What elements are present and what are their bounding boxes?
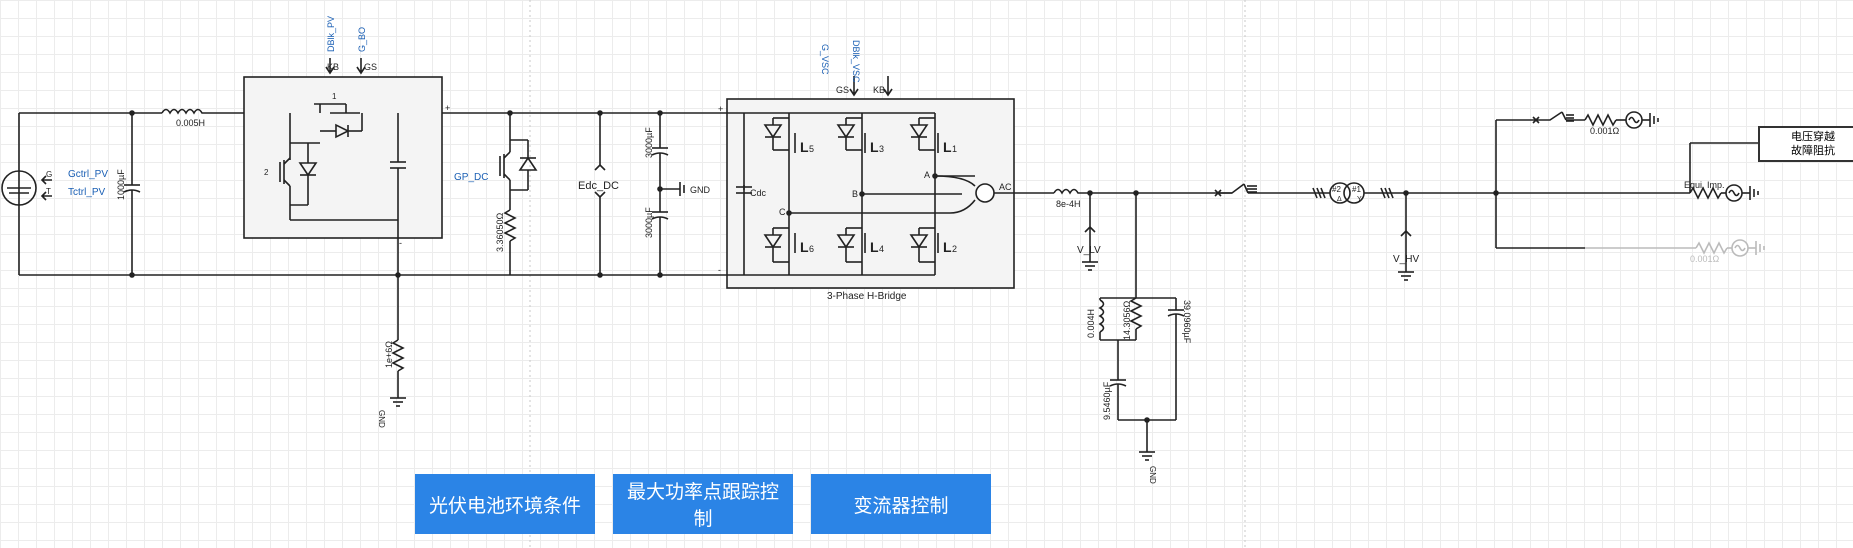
- tctrl-label: Tctrl_PV: [68, 187, 106, 198]
- edc-voltmeter[interactable]: [594, 110, 606, 278]
- dblk-pv-label: DBlk_PV: [326, 16, 336, 52]
- fault-impedance-annotation[interactable]: 电压穿越 故障阻抗: [1758, 126, 1853, 162]
- filter-r-value: 14.3056Ω: [1122, 300, 1132, 340]
- mppt-control-button[interactable]: 最大功率点跟踪控制: [613, 474, 793, 534]
- svg-text:L: L: [870, 239, 879, 255]
- svg-text:G: G: [46, 170, 52, 179]
- switch-5-label: 5: [809, 144, 814, 154]
- switch-4-label: 4: [879, 244, 884, 254]
- boost-label-2: 2: [264, 168, 269, 177]
- pv-capacitor[interactable]: [123, 110, 141, 278]
- switch-1-label: 1: [952, 144, 957, 154]
- pv-capacitor-value: 1000µF: [116, 169, 126, 200]
- dblk-vsc-label: DBlk_VSC: [851, 40, 861, 83]
- svg-text:L: L: [800, 139, 809, 155]
- gctrl-label: Gctrl_PV: [68, 169, 108, 180]
- tr-delta-label: Δ: [1337, 196, 1342, 203]
- cdc-label: Cdc: [750, 188, 767, 198]
- edc-dc-label: Edc_DC: [578, 180, 619, 192]
- gs-label-1: GS: [364, 62, 377, 72]
- boost-inductor[interactable]: [161, 108, 208, 115]
- converter-control-button[interactable]: 变流器控制: [811, 474, 991, 534]
- g-bo-label: G_BO: [357, 27, 367, 52]
- node-b-label: B: [852, 189, 858, 199]
- equi-imp-label: Equi. Imp.: [1684, 180, 1725, 190]
- gnd-mid-label: GND: [690, 185, 711, 195]
- filter-c1-value: 39.0960µF: [1182, 300, 1192, 344]
- switch-l-labels: L L L L L L: [800, 139, 952, 255]
- annotation-line-1: 电压穿越: [1791, 130, 1835, 143]
- boost-inductor-value: 0.005H: [176, 118, 205, 128]
- boost-signal-arrows: [325, 58, 366, 75]
- tr-y-label: Y: [1357, 196, 1362, 203]
- boost-minus: -: [399, 238, 402, 248]
- gnd-label-1: GND: [377, 410, 386, 428]
- ground-icon-1: [390, 397, 406, 407]
- node-c-label: C: [779, 207, 786, 217]
- svg-text:L: L: [870, 139, 879, 155]
- equivalent-impedance[interactable]: [1496, 142, 1759, 202]
- svg-text:L: L: [800, 239, 809, 255]
- svg-text:T: T: [46, 187, 51, 196]
- bridge-signal-arrows: [849, 76, 893, 97]
- filter-l-value: 0.004H: [1086, 309, 1096, 338]
- dc-link-capacitors[interactable]: [651, 110, 685, 278]
- c-top-value: 3000µF: [644, 127, 654, 158]
- r-top-value: 0.001Ω: [1590, 126, 1620, 136]
- page-guides: [529, 0, 1246, 548]
- boost-label-1: 1: [332, 92, 337, 101]
- chopper-resistor-value: 3.36050Ω: [495, 212, 505, 252]
- switch-3-label: 3: [879, 144, 884, 154]
- ac-label: AC: [999, 182, 1012, 192]
- rlc-filter[interactable]: [1098, 190, 1185, 461]
- v-lv-meter[interactable]: [1082, 193, 1098, 271]
- switch-6-label: 6: [809, 244, 814, 254]
- ground-resistor[interactable]: [391, 272, 405, 398]
- c-bot-value: 3000µF: [644, 207, 654, 238]
- transformer[interactable]: [1310, 182, 1496, 204]
- v-lv-label: V_LV: [1077, 245, 1101, 256]
- ac-inductor-value: 8e-4H: [1056, 199, 1081, 209]
- pv-array[interactable]: G T: [1, 113, 52, 275]
- bridge-minus: -: [718, 265, 721, 275]
- ac-filter-inductor[interactable]: [1020, 188, 1232, 196]
- svg-text:L: L: [943, 239, 952, 255]
- faded-grid-branch[interactable]: [1585, 239, 1765, 257]
- main-breaker[interactable]: [1214, 183, 1310, 197]
- gnd-filter-label: GND: [1148, 466, 1157, 484]
- g-vsc-label: G_VSC: [820, 44, 830, 75]
- boost-converter-block[interactable]: [243, 76, 443, 275]
- tr-w2-label: #2: [1332, 185, 1341, 194]
- v-hv-meter[interactable]: [1398, 190, 1414, 281]
- tr-w1-label: #1: [1352, 185, 1361, 194]
- switch-2-label: 2: [952, 244, 957, 254]
- annotation-line-2: 故障阻抗: [1791, 144, 1835, 157]
- gs-label-2: GS: [836, 85, 849, 95]
- v-hv-label: V_HV: [1393, 254, 1419, 265]
- bridge-title: 3-Phase H-Bridge: [827, 291, 907, 302]
- bridge-plus: +: [718, 104, 723, 114]
- node-a-label: A: [924, 170, 930, 180]
- svg-text:L: L: [943, 139, 952, 155]
- kb-label-2: KB: [873, 85, 885, 95]
- kb-label-1: KB: [327, 62, 339, 72]
- chopper-switch[interactable]: [499, 110, 538, 275]
- pv-environment-button[interactable]: 光伏电池环境条件: [415, 474, 595, 534]
- grid-branches: [1493, 119, 1585, 249]
- three-phase-bridge[interactable]: [726, 98, 1020, 289]
- boost-plus: +: [445, 103, 450, 113]
- ground-resistor-value: 1e+6Ω: [384, 341, 394, 368]
- r-grey-value: 0.001Ω: [1690, 254, 1720, 264]
- gp-dc-label: GP_DC: [454, 172, 488, 183]
- filter-c2-value: 9.5460µF: [1102, 381, 1112, 420]
- grid-top-branch[interactable]: [1532, 111, 1659, 129]
